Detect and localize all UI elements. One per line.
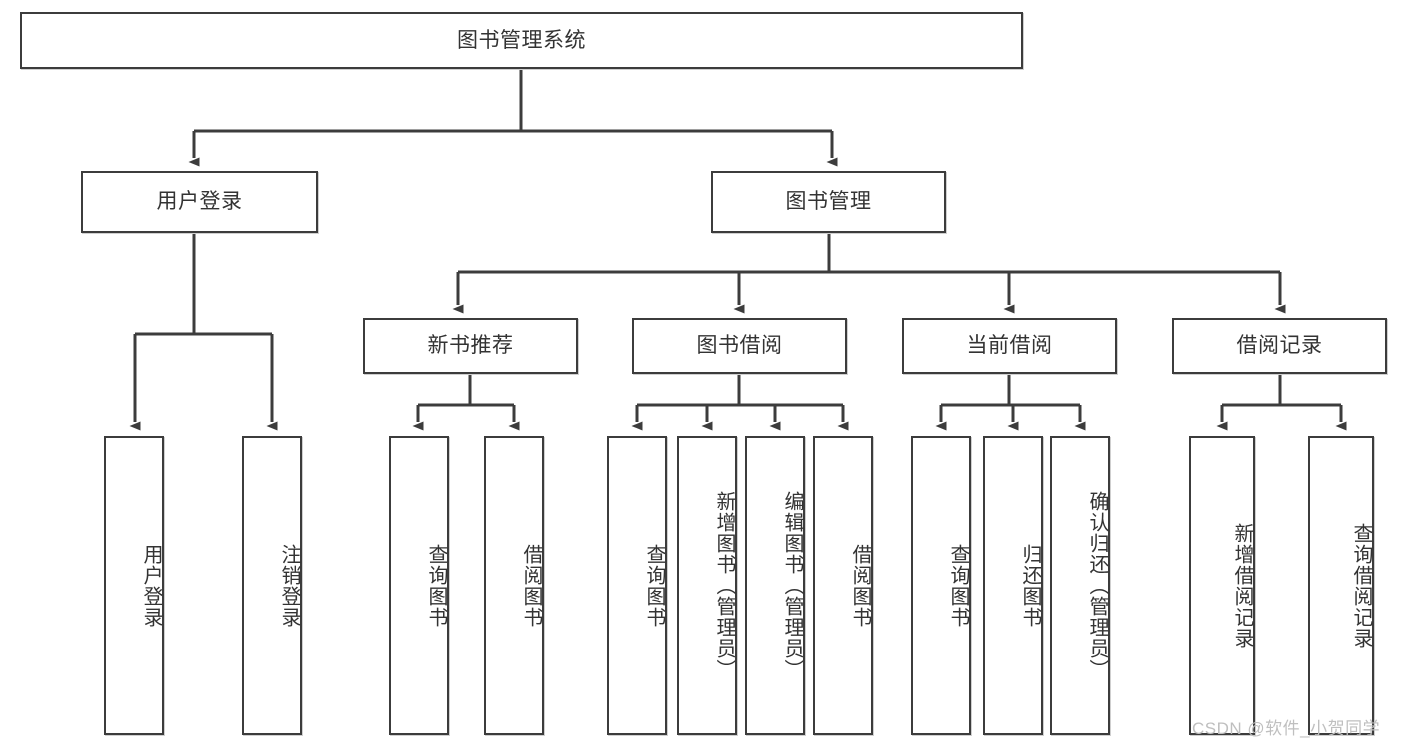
node-book-management[interactable]: 图书管理 <box>711 171 946 233</box>
leaf-user-logout[interactable]: 注销登录 <box>242 436 302 735</box>
node-label: 用户登录 <box>140 543 162 628</box>
node-user-login[interactable]: 用户登录 <box>81 171 318 233</box>
leaf-query-book-current[interactable]: 查询图书 <box>911 436 971 735</box>
leaf-query-borrow-record[interactable]: 查询借阅记录 <box>1308 436 1374 735</box>
leaf-user-login[interactable]: 用户登录 <box>104 436 164 735</box>
node-label: 查询图书 <box>643 543 665 628</box>
node-label: 编辑图书（管理员） <box>781 491 803 680</box>
node-label: 图书管理系统 <box>457 28 586 52</box>
node-root-system[interactable]: 图书管理系统 <box>20 12 1023 69</box>
node-label: 新增借阅记录 <box>1231 522 1253 649</box>
node-label: 查询图书 <box>425 543 447 628</box>
node-label: 归还图书 <box>1019 543 1041 628</box>
leaf-borrow-book-recommend[interactable]: 借阅图书 <box>484 436 544 735</box>
leaf-query-book-borrow[interactable]: 查询图书 <box>607 436 667 735</box>
node-label: 用户登录 <box>156 190 243 214</box>
node-label: 当前借阅 <box>966 334 1053 358</box>
leaf-borrow-book[interactable]: 借阅图书 <box>813 436 873 735</box>
leaf-edit-book-admin[interactable]: 编辑图书（管理员） <box>745 436 805 735</box>
leaf-confirm-return-admin[interactable]: 确认归还（管理员） <box>1050 436 1110 735</box>
node-label: 新书推荐 <box>427 334 514 358</box>
node-borrow-record[interactable]: 借阅记录 <box>1172 318 1387 374</box>
node-label: 图书管理 <box>785 190 872 214</box>
leaf-add-book-admin[interactable]: 新增图书（管理员） <box>677 436 737 735</box>
node-label: 注销登录 <box>278 543 300 628</box>
node-current-borrow[interactable]: 当前借阅 <box>902 318 1117 374</box>
node-book-borrow[interactable]: 图书借阅 <box>632 318 847 374</box>
node-label: 借阅图书 <box>849 543 871 628</box>
node-label: 借阅图书 <box>520 543 542 628</box>
node-label: 确认归还（管理员） <box>1086 491 1108 680</box>
node-label: 查询图书 <box>947 543 969 628</box>
node-label: 新增图书（管理员） <box>713 491 735 680</box>
leaf-query-book-recommend[interactable]: 查询图书 <box>389 436 449 735</box>
node-label: 图书借阅 <box>696 334 783 358</box>
node-label: 查询借阅记录 <box>1350 522 1372 649</box>
node-label: 借阅记录 <box>1236 334 1323 358</box>
leaf-return-book[interactable]: 归还图书 <box>983 436 1043 735</box>
csdn-watermark: CSDN @软件_小贺同学 <box>1192 719 1381 738</box>
leaf-add-borrow-record[interactable]: 新增借阅记录 <box>1189 436 1255 735</box>
node-new-book-recommend[interactable]: 新书推荐 <box>363 318 578 374</box>
